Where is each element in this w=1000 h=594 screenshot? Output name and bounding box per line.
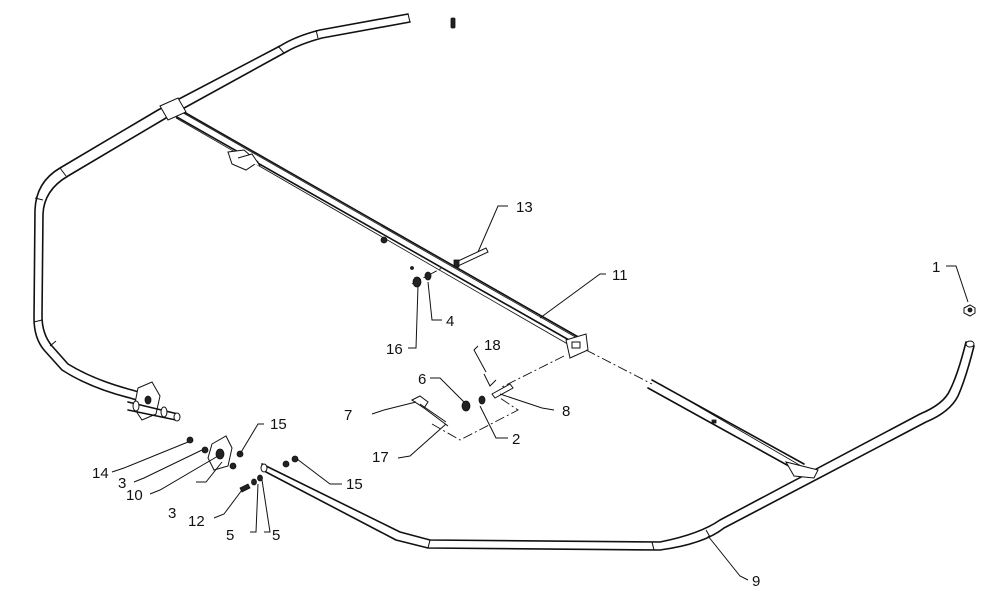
callout-17: 17 [372,449,389,466]
callout-1: 1 [932,259,940,276]
main-crossbar [159,97,589,359]
right-crossbar-segment [647,379,819,479]
callout-15a: 15 [270,416,287,433]
assembly-centerlines [411,267,653,441]
callout-15b: 15 [346,476,363,493]
callout-5a: 5 [226,527,234,544]
leader-lines [111,205,969,581]
callout-6: 6 [418,371,426,388]
callout-18: 18 [484,337,501,354]
callout-8: 8 [562,403,570,420]
callout-2: 2 [512,431,520,448]
callout-9: 9 [752,573,760,590]
upper-bow-frame [33,13,411,405]
callout-3b: 3 [168,505,176,522]
callout-11: 11 [612,267,628,284]
callout-4: 4 [446,313,454,330]
callout-5b: 5 [272,527,280,544]
hardware-parts [186,17,976,493]
callout-3a: 3 [118,475,126,492]
callout-10: 10 [126,487,143,504]
callout-7: 7 [344,407,352,424]
callout-labels: 1 2 3 3 4 5 5 6 7 8 9 10 11 12 13 14 15 … [92,199,940,590]
callout-16: 16 [386,341,403,358]
callout-12: 12 [188,513,205,530]
bow-end-fitting [127,381,181,422]
callout-14: 14 [92,465,109,482]
lower-bow-frame [260,340,975,551]
callout-13: 13 [516,199,533,216]
